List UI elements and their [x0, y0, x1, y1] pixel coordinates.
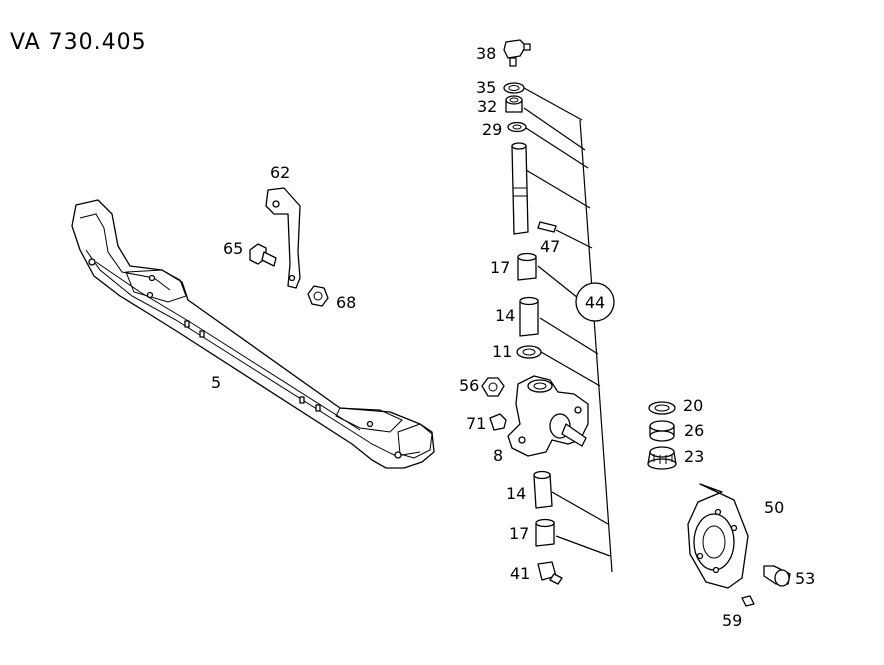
label-17-lower: 17	[509, 524, 529, 543]
label-11: 11	[492, 342, 512, 361]
part-labels: 38 35 32 29 47 17 14 11 56 71 8 14 17 41…	[211, 44, 815, 630]
label-17-upper: 17	[490, 258, 510, 277]
label-26: 26	[684, 421, 704, 440]
label-29: 29	[482, 120, 502, 139]
label-50: 50	[764, 498, 784, 517]
diagram-title: VA 730.405	[10, 30, 147, 55]
grease-nipple-top	[503, 39, 531, 67]
label-23: 23	[684, 447, 704, 466]
steering-bracket	[265, 187, 301, 289]
label-8: 8	[493, 446, 503, 465]
label-38: 38	[476, 44, 496, 63]
bushing-upper	[519, 296, 539, 337]
kingpin	[511, 142, 529, 235]
callout-44: 44	[575, 282, 615, 322]
label-32: 32	[477, 97, 497, 116]
label-41: 41	[510, 564, 530, 583]
label-68: 68	[336, 293, 356, 312]
bushing-lower	[533, 470, 553, 509]
brake-backing-plate	[687, 483, 749, 589]
label-53: 53	[795, 569, 815, 588]
small-screw	[741, 595, 755, 607]
label-71: 71	[466, 414, 486, 433]
washer-knuckle	[489, 413, 507, 431]
seal-ring	[648, 401, 676, 415]
hex-bolt	[249, 243, 277, 267]
circlip	[503, 82, 525, 94]
needle-bearing-lower	[535, 518, 555, 547]
hex-nut	[307, 285, 329, 307]
grease-nipple-bottom	[537, 561, 563, 585]
label-20: 20	[683, 396, 703, 415]
leader-lines	[523, 87, 613, 573]
label-47: 47	[540, 237, 560, 256]
tapered-roller-bearing	[647, 446, 677, 470]
steering-knuckle	[507, 375, 589, 457]
needle-bearing-upper	[517, 252, 537, 281]
thrust-washer	[516, 345, 542, 359]
label-62: 62	[270, 163, 290, 182]
brake-plate-bolt	[763, 565, 791, 587]
hex-nut-knuckle	[481, 377, 505, 397]
label-35: 35	[476, 78, 496, 97]
label-14-upper: 14	[495, 306, 515, 325]
label-59: 59	[722, 611, 742, 630]
axle-beam	[71, 199, 435, 469]
bearing-outer-race	[649, 420, 675, 442]
cap	[505, 95, 523, 113]
label-65: 65	[223, 239, 243, 258]
label-5: 5	[211, 373, 221, 392]
label-14-lower: 14	[506, 484, 526, 503]
washer-top	[507, 121, 527, 133]
callout-44-label: 44	[585, 293, 605, 312]
label-56: 56	[459, 376, 479, 395]
lock-pin	[537, 221, 557, 233]
